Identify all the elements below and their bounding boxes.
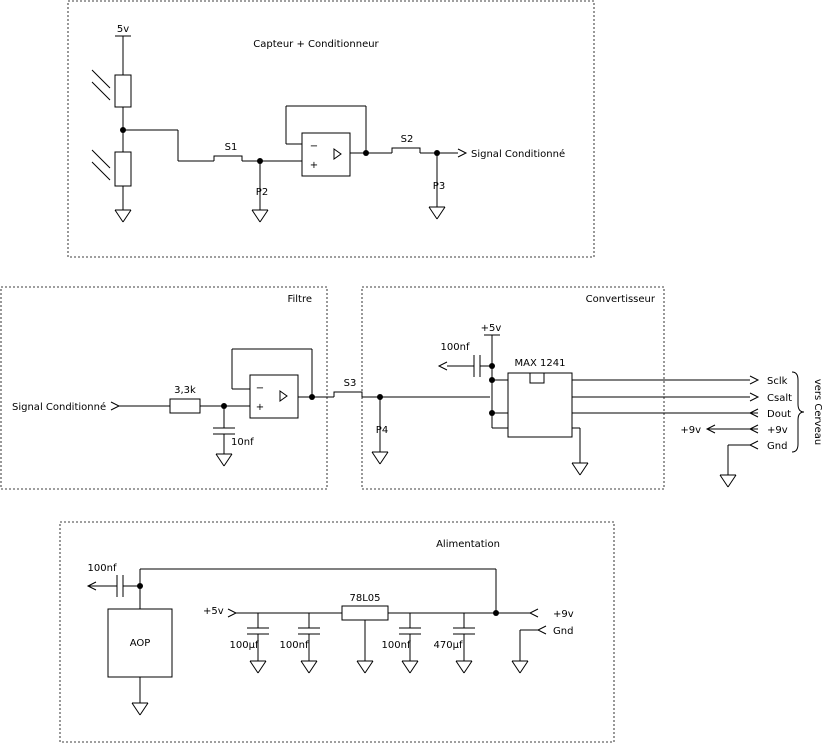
ground-filtre-icon: [215, 453, 233, 467]
alim-capacitor-1-label: 100µf: [230, 640, 259, 651]
ground-alim-gnd-icon: [511, 660, 529, 674]
alimentation-gnd-label: Gnd: [553, 626, 573, 637]
alim-capacitor-3: [399, 627, 421, 635]
convertisseur-capacitor-label: 100nf: [441, 342, 470, 353]
alim-capacitor-4: [453, 627, 475, 635]
regulator-label: 78L05: [349, 593, 380, 604]
opamp-plus-label: +: [310, 160, 318, 171]
pin-sclk-label: Sclk: [767, 376, 788, 387]
capteur-frame: [67, 0, 595, 258]
alimentation-decoupling-capacitor: [116, 575, 124, 597]
opamp-filtre-minus-label: −: [256, 383, 264, 394]
node-divider: [120, 127, 126, 133]
ground-capteur-icon: [114, 209, 132, 223]
node-filtre-r: [221, 403, 227, 409]
node-alim-aop: [137, 583, 143, 589]
alimentation-frame: [59, 521, 615, 743]
bus-brace-icon: [791, 371, 805, 453]
testpoint-p4-label: P4: [376, 425, 388, 436]
ground-gnd-pin-icon: [719, 474, 737, 488]
alimentation-9v-label: +9v: [553, 609, 574, 620]
filtre-capacitor: [213, 427, 235, 435]
convertisseur-supply-label: +5v: [481, 323, 502, 334]
alim-capacitor-1: [247, 627, 269, 635]
aop-block: [107, 608, 173, 678]
testpoint-p2-label: P2: [256, 187, 268, 198]
alim-capacitor-2-label: 100nf: [280, 640, 309, 651]
testpoint-p3-label: P3: [433, 181, 445, 192]
opamp-filtre-plus-label: +: [256, 402, 264, 413]
node-filtre-out: [309, 394, 315, 400]
opamp-triangle-icon: [333, 148, 342, 160]
ground-cap4-icon: [455, 660, 473, 674]
filtre-wiring: [110, 348, 490, 454]
max1241-label: MAX 1241: [515, 358, 566, 369]
ground-p4-icon: [371, 451, 389, 465]
capteur-output-label: Signal Conditionné: [471, 148, 565, 160]
node-p3: [434, 150, 440, 156]
switch-s1-label: S1: [225, 142, 238, 153]
alimentation-5v-label: +5v: [203, 606, 224, 617]
capteur-title: Capteur + Conditionneur: [253, 39, 379, 50]
ground-cap3-icon: [401, 660, 419, 674]
chip-notch: [529, 372, 545, 384]
convertisseur-title: Convertisseur: [586, 294, 656, 305]
filtre-resistor-label: 3,3k: [174, 385, 196, 396]
capteur-supply-label: 5v: [117, 24, 129, 35]
switch-s3-label: S3: [344, 378, 357, 389]
aop-label: AOP: [130, 638, 151, 649]
ground-p3-icon: [428, 206, 446, 220]
ground-cap1-icon: [249, 660, 267, 674]
node-conv-1: [489, 363, 495, 369]
alim-capacitor-3-label: 100nf: [382, 640, 411, 651]
photoresistor-bottom: [114, 151, 132, 187]
alimentation-title: Alimentation: [436, 539, 500, 550]
opamp-filtre: [249, 374, 299, 419]
filtre-capacitor-label: 10nf: [231, 437, 254, 448]
alimentation-wiring: [86, 568, 547, 703]
pin-gnd-label: Gnd: [767, 441, 787, 452]
switch-s1: [213, 155, 243, 161]
node-conv-2: [489, 377, 495, 383]
switch-s2-label: S2: [401, 134, 414, 145]
alimentation-decoupling-label: 100nf: [88, 563, 117, 574]
node-p2: [257, 158, 263, 164]
filtre-input-label: Signal Conditionné: [12, 401, 106, 413]
filtre-resistor: [169, 398, 201, 414]
node-alim-9v: [493, 610, 499, 616]
max1241-chip: [507, 372, 573, 438]
convertisseur-wiring: [437, 334, 760, 475]
regulator-78l05: [341, 605, 389, 621]
convertisseur-capacitor: [473, 355, 481, 377]
node-conv-3: [489, 410, 495, 416]
ground-cap2-icon: [300, 660, 318, 674]
alim-capacitor-2: [298, 627, 320, 635]
ground-p2-icon: [251, 209, 269, 223]
bus-destination-label: vers Cerveau: [812, 379, 823, 445]
light-arrows-icon: [91, 69, 111, 181]
switch-s3: [333, 391, 363, 397]
opamp-minus-label: −: [310, 141, 318, 152]
ground-regulator-icon: [356, 660, 374, 674]
filtre-title: Filtre: [287, 294, 312, 305]
node-opamp-out: [363, 150, 369, 156]
ground-chip-icon: [571, 462, 589, 476]
pin-dout-label: Dout: [767, 409, 791, 420]
capteur-wiring: [115, 35, 468, 210]
opamp-follower: [301, 132, 351, 177]
photoresistor-top: [114, 74, 132, 108]
ground-aop-icon: [131, 702, 149, 716]
node-p4: [377, 394, 383, 400]
switch-s2: [391, 147, 421, 153]
pin-csalt-label: Csalt: [767, 393, 792, 404]
convertisseur-9v-input-label: +9v: [680, 425, 701, 436]
pin-9v-label: +9v: [767, 425, 788, 436]
alim-capacitor-4-label: 470µf: [434, 640, 463, 651]
opamp-filtre-triangle-icon: [279, 390, 288, 402]
